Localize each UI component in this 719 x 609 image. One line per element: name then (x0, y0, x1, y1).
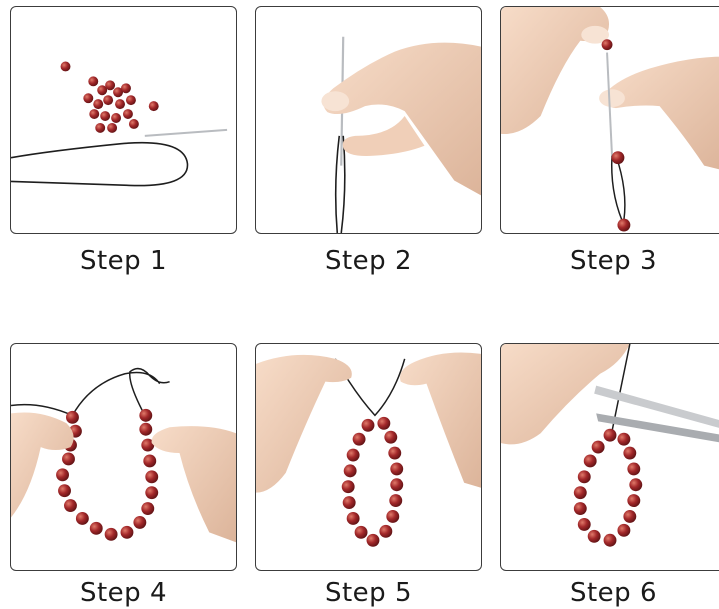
step-6-caption: Step 6 (500, 578, 719, 608)
step-6-illustration (501, 344, 719, 570)
cord (11, 369, 170, 416)
hand-left (11, 413, 74, 518)
bead-pile (61, 62, 159, 133)
hand-right (400, 353, 481, 488)
step-1-caption: Step 1 (10, 246, 237, 276)
step-4-panel (10, 343, 237, 571)
step-6-panel (500, 343, 719, 571)
needle (145, 130, 227, 136)
bead (617, 219, 630, 232)
hand-left (256, 355, 352, 493)
step-2-panel (255, 6, 482, 234)
step-5-illustration (256, 344, 481, 570)
step-3-panel (500, 6, 719, 234)
step-2-illustration (256, 7, 481, 233)
step-3-illustration (501, 7, 719, 233)
step-1-illustration (11, 7, 236, 233)
cord (612, 156, 625, 220)
cord (11, 143, 187, 186)
bead (602, 39, 613, 50)
step-1-panel (10, 6, 237, 234)
step-2-caption: Step 2 (255, 246, 482, 276)
bead-strand (56, 409, 158, 541)
bead (612, 151, 625, 164)
step-4-caption: Step 4 (10, 578, 237, 608)
bead-strand (574, 429, 642, 547)
step-3-caption: Step 3 (500, 246, 719, 276)
step-4-illustration (11, 344, 236, 570)
hand-right (152, 426, 236, 542)
step-5-panel (255, 343, 482, 571)
cord (336, 136, 345, 233)
step-5-caption: Step 5 (255, 578, 482, 608)
bead-strand (342, 417, 403, 547)
hand-left (501, 7, 609, 134)
